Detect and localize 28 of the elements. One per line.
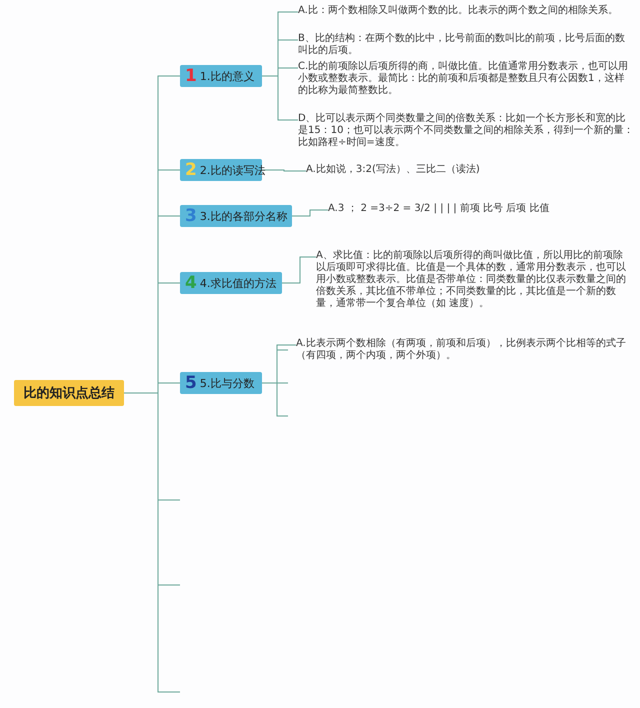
topic-box: [180, 65, 262, 87]
topic-number: 2: [185, 161, 197, 179]
root-topic: 比的知识点总结: [14, 380, 124, 406]
connector-line: [262, 76, 298, 120]
note-text: A.3 ； 2 =3÷2 = 3/2 | | | | 前项 比号 后项 比值: [328, 203, 628, 215]
topic-label: 1.比的意义: [200, 68, 254, 84]
topic-box: [180, 272, 282, 294]
note-text: B、比的结构：在两个数的比中，比号前面的数叫比的前项，比号后面的数叫比的后项。: [298, 33, 634, 57]
note-text: C.比的前项除以后项所得的商，叫做比值。比值通常用分数表示，也可以用小数或整数表示。最简比：比的前项和后项都是整数且只有公因数1，这样的比称为最简整数比。: [298, 61, 634, 97]
topic-number: 1: [185, 67, 197, 85]
connector-line: [262, 344, 296, 384]
topic-box: [180, 372, 262, 394]
note-text: A.比表示两个数相除（有两项，前项和后项），比例表示两个比相等的式子（有四项，两个内项，两个外项）。: [296, 338, 626, 362]
note-text: A、求比值：比的前项除以后项所得的商叫做比值，所以用比的前项除以后项即可求得比值。比值是一个具体的数，通常用分数表示，也可以用小数或整数表示。比值是否带单位：同类数量的比仅表示数量之间的倍数关系，其比值不带单位；不同类数量的比，其比值是一个新的数量，通常带一个复合单位（如 速度）。: [316, 250, 632, 310]
topic-box: [180, 205, 292, 227]
note-text: A.比：两个数相除又叫做两个数的比。比表示的两个数之间的相除关系。: [298, 5, 634, 17]
topic-label: 3.比的各部分名称: [200, 208, 288, 224]
connector-line: [292, 210, 328, 216]
connector-line: [282, 256, 316, 284]
topic-number: 5: [185, 374, 197, 392]
topic-label: 5.比与分数: [200, 376, 254, 390]
topic-number: 4: [185, 274, 197, 292]
topic-number: 3: [185, 207, 197, 225]
connector-line: [262, 170, 306, 172]
note-text: D、比可以表示两个同类数量之间的倍数关系：比如一个长方形长和宽的比是15：10；也可以表示两个不同类数量之间的相除关系，得到一个新的量：比如路程÷时间=速度。: [298, 113, 634, 149]
topic-label: 4.求比值的方法: [200, 276, 276, 290]
topic-label: 2.比的读写法: [200, 162, 266, 178]
note-text: A.比如说，3:2(写法）、三比二（读法): [306, 164, 626, 176]
